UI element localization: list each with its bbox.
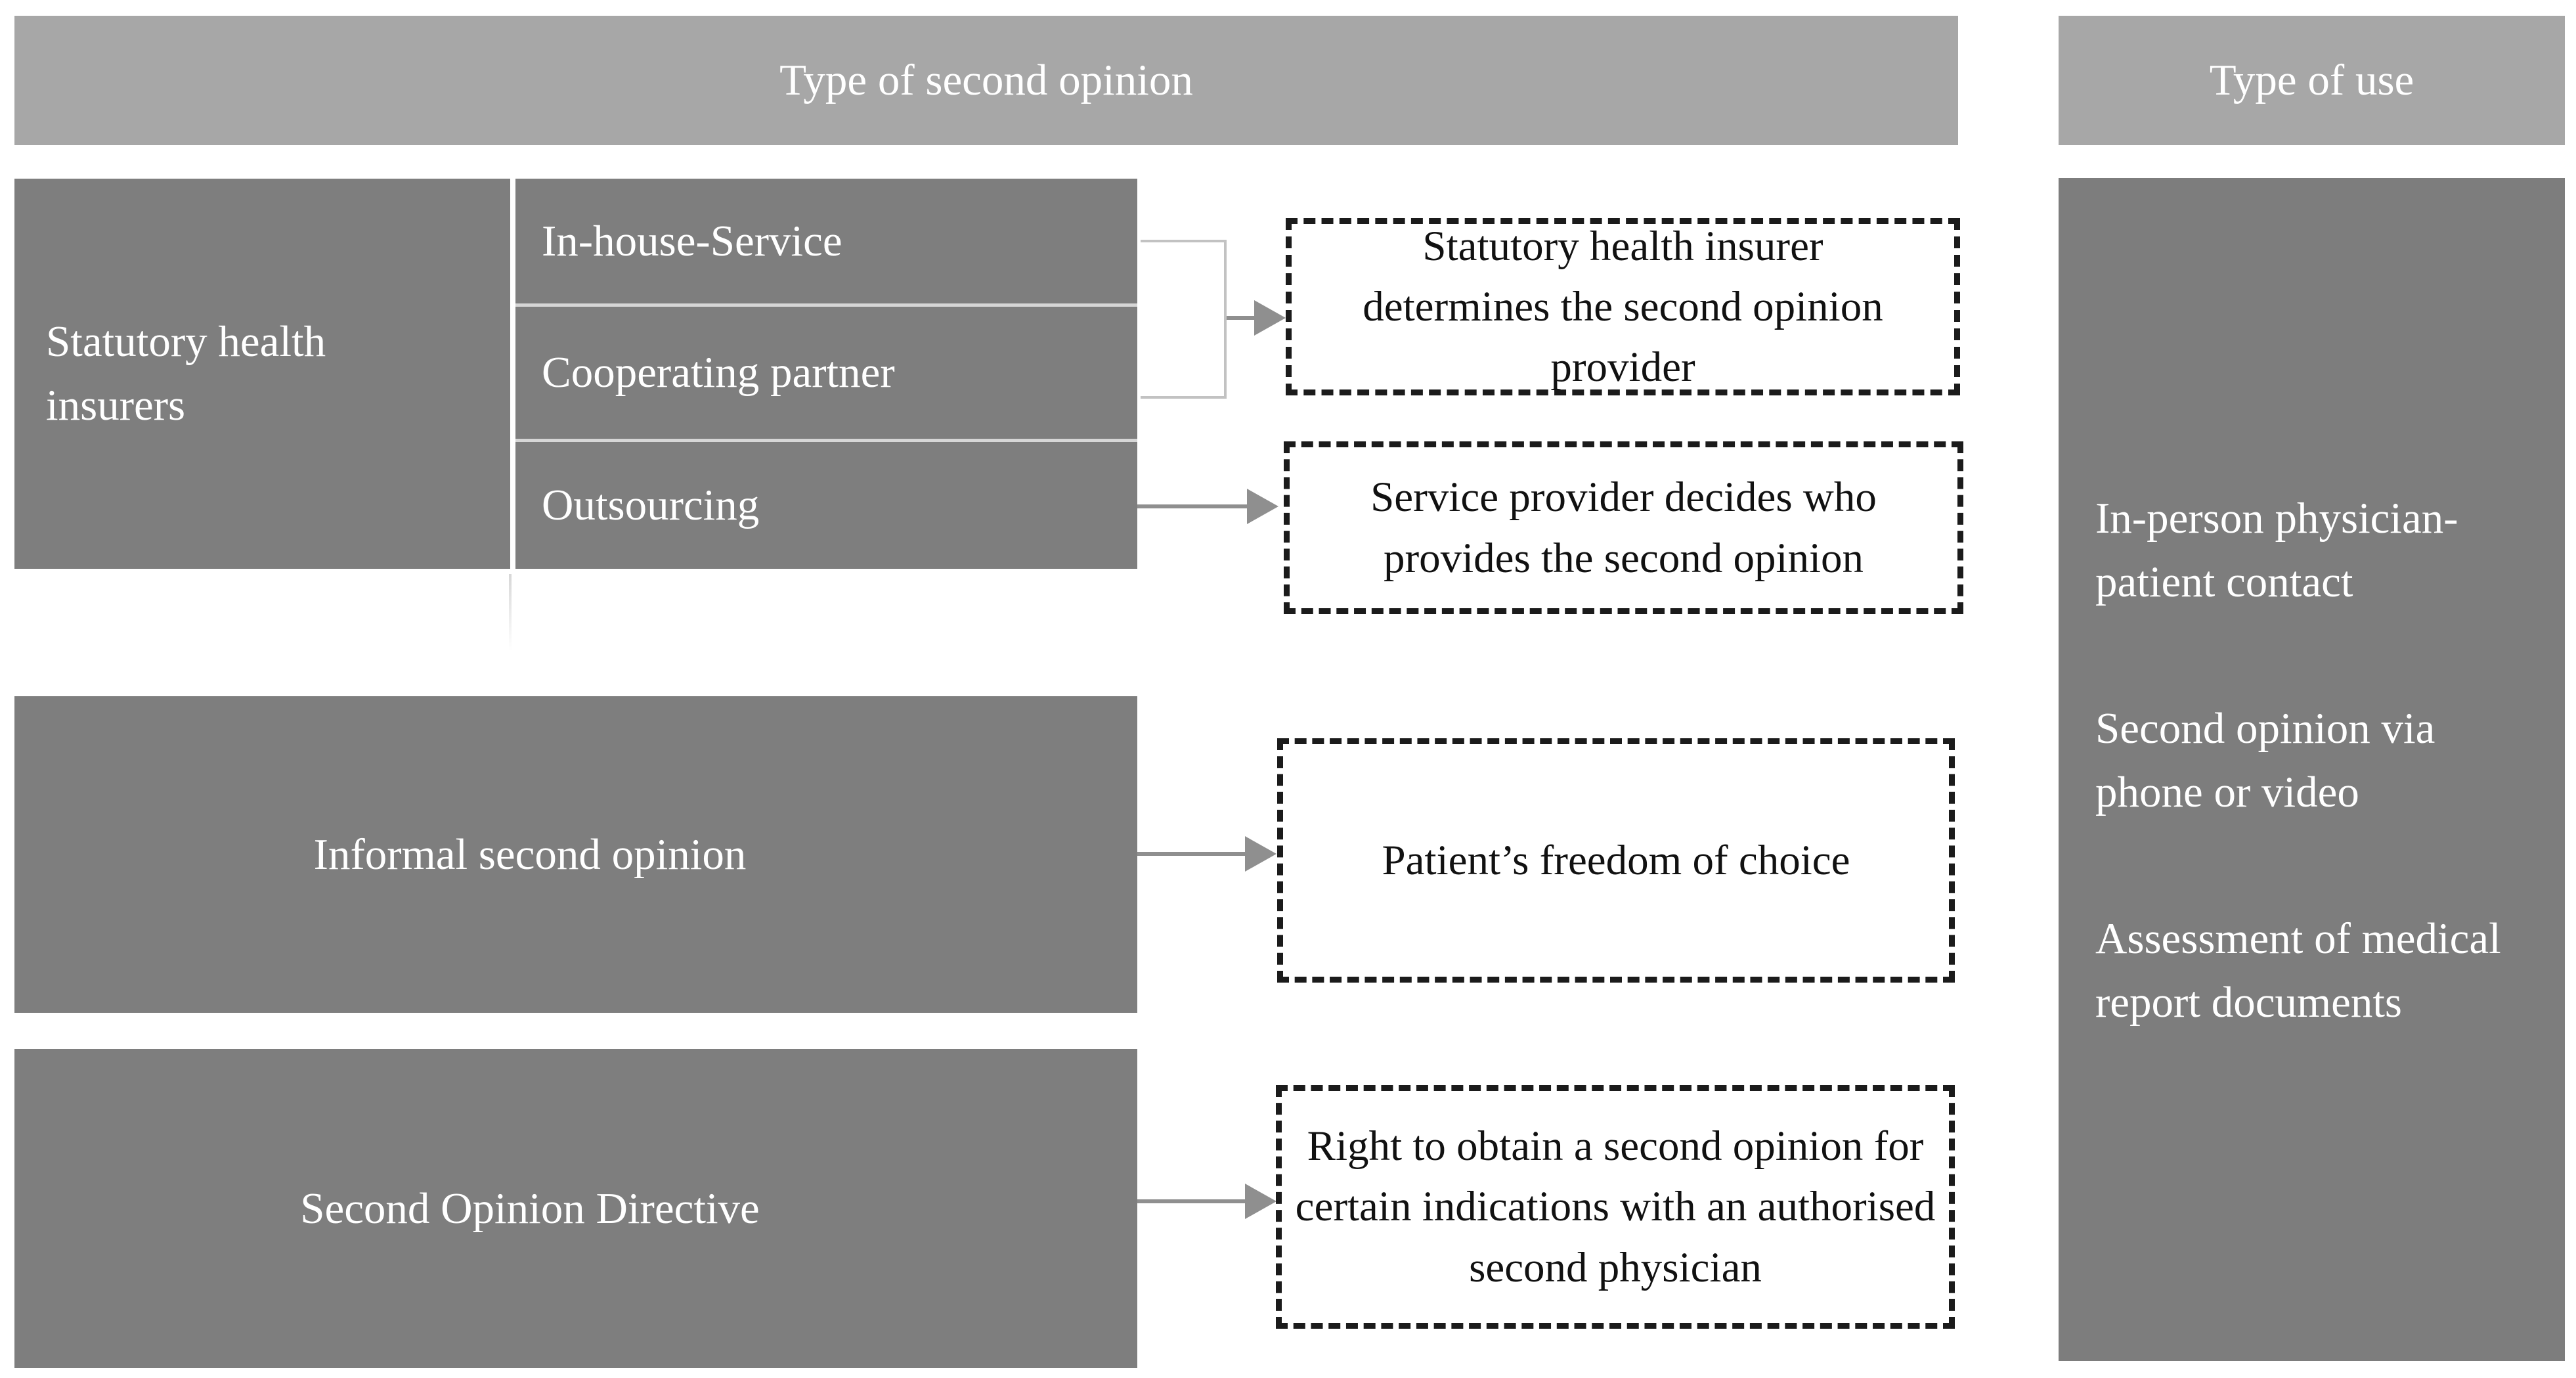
second-opinion-directive-box: Second Opinion Directive <box>14 1049 1137 1368</box>
header-type-of-use: Type of use <box>2059 16 2565 145</box>
use-item-phone-video: Second opinion via phone or video <box>2095 704 2435 817</box>
in-house-service-label: In-house-Service <box>542 216 842 265</box>
use-item-report-documents: Assessment of medical report documents <box>2095 914 2501 1027</box>
arrow-head-icon <box>1254 300 1286 336</box>
table-divider-tail <box>509 574 512 650</box>
second-opinion-directive-label: Second Opinion Directive <box>300 1184 760 1233</box>
table-cell-divider <box>510 179 515 569</box>
outsourcing-box: Outsourcing <box>515 442 1137 569</box>
outcome-right-to-obtain-box: Right to obtain a second opinion for cer… <box>1276 1085 1955 1329</box>
arrow-head-icon <box>1247 489 1278 524</box>
outcome-freedom-of-choice-box: Patient’s freedom of choice <box>1277 738 1955 983</box>
header-type-of-use-label: Type of use <box>2209 56 2414 104</box>
arrow-head-icon <box>1245 836 1277 872</box>
cooperating-partner-label: Cooperating partner <box>542 348 895 397</box>
outcome-insurer-determines-text: Statutory health insurer determines the … <box>1363 222 1883 391</box>
arrow-line-insurer-determines <box>1227 316 1257 320</box>
bracket-connector <box>1141 240 1227 399</box>
outcome-insurer-determines-box: Statutory health insurer determines the … <box>1286 218 1960 395</box>
informal-second-opinion-label: Informal second opinion <box>313 830 747 879</box>
sub-box-divider <box>515 439 1137 442</box>
outsourcing-label: Outsourcing <box>542 481 760 529</box>
statutory-sub-column: In-house-Service Cooperating partner Out… <box>515 179 1137 569</box>
in-house-service-box: In-house-Service <box>515 179 1137 303</box>
cooperating-partner-box: Cooperating partner <box>515 307 1137 439</box>
statutory-health-insurers-box: Statutory health insurers <box>14 179 510 569</box>
arrow-line-freedom-of-choice <box>1137 852 1248 856</box>
arrow-line-provider-decides <box>1137 504 1250 508</box>
outcome-provider-decides-text: Service provider decides who provides th… <box>1370 474 1877 582</box>
statutory-health-insurers-label: Statutory health insurers <box>46 317 326 430</box>
outcome-right-to-obtain-text: Right to obtain a second opinion for cer… <box>1295 1122 1936 1291</box>
header-type-of-second-opinion-label: Type of second opinion <box>779 56 1193 104</box>
type-of-use-column: In-person physician-patient contact Seco… <box>2059 178 2565 1361</box>
outcome-freedom-of-choice-text: Patient’s freedom of choice <box>1382 836 1850 884</box>
informal-second-opinion-box: Informal second opinion <box>14 696 1137 1013</box>
arrow-line-right-to-obtain <box>1137 1199 1248 1203</box>
outcome-provider-decides-box: Service provider decides who provides th… <box>1284 441 1963 614</box>
arrow-head-icon <box>1245 1184 1277 1219</box>
use-item-in-person: In-person physician-patient contact <box>2095 494 2458 607</box>
header-type-of-second-opinion: Type of second opinion <box>14 16 1958 145</box>
sub-box-divider <box>515 303 1137 307</box>
